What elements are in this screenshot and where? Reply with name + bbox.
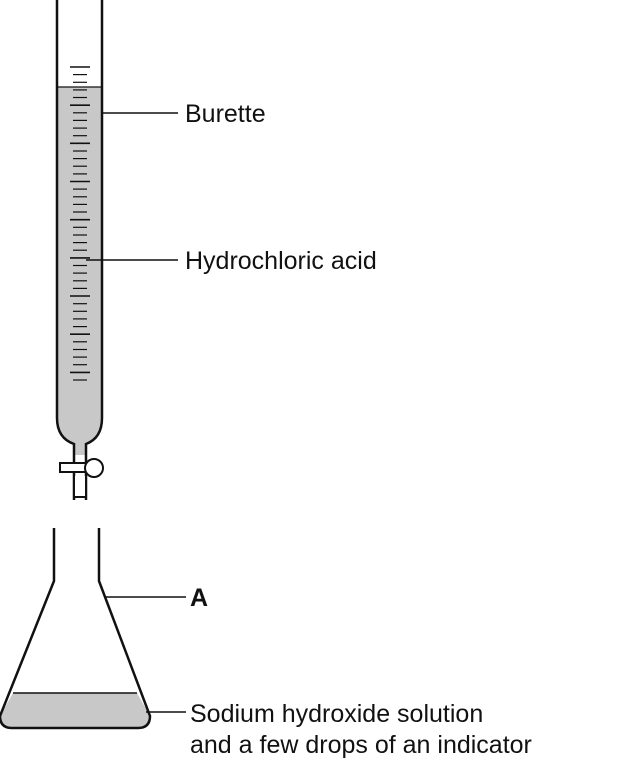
solution-label-line1: Sodium hydroxide solution bbox=[190, 700, 483, 728]
flask-liquid bbox=[0, 693, 150, 728]
burette-label: Burette bbox=[185, 100, 266, 128]
burette-tap bbox=[59, 458, 104, 478]
flask-outline bbox=[0, 528, 152, 730]
burette bbox=[55, 0, 104, 500]
solution-label-line2: and a few drops of an indicator bbox=[190, 731, 532, 759]
burette-graduations bbox=[70, 66, 90, 381]
hydrochloric-acid-label: Hydrochloric acid bbox=[185, 247, 377, 275]
conical-flask bbox=[0, 528, 152, 730]
flask-label: A bbox=[190, 584, 208, 612]
burette-tube-outline bbox=[55, 0, 104, 500]
burette-liquid bbox=[57, 87, 102, 455]
burette-nozzle bbox=[73, 476, 87, 498]
